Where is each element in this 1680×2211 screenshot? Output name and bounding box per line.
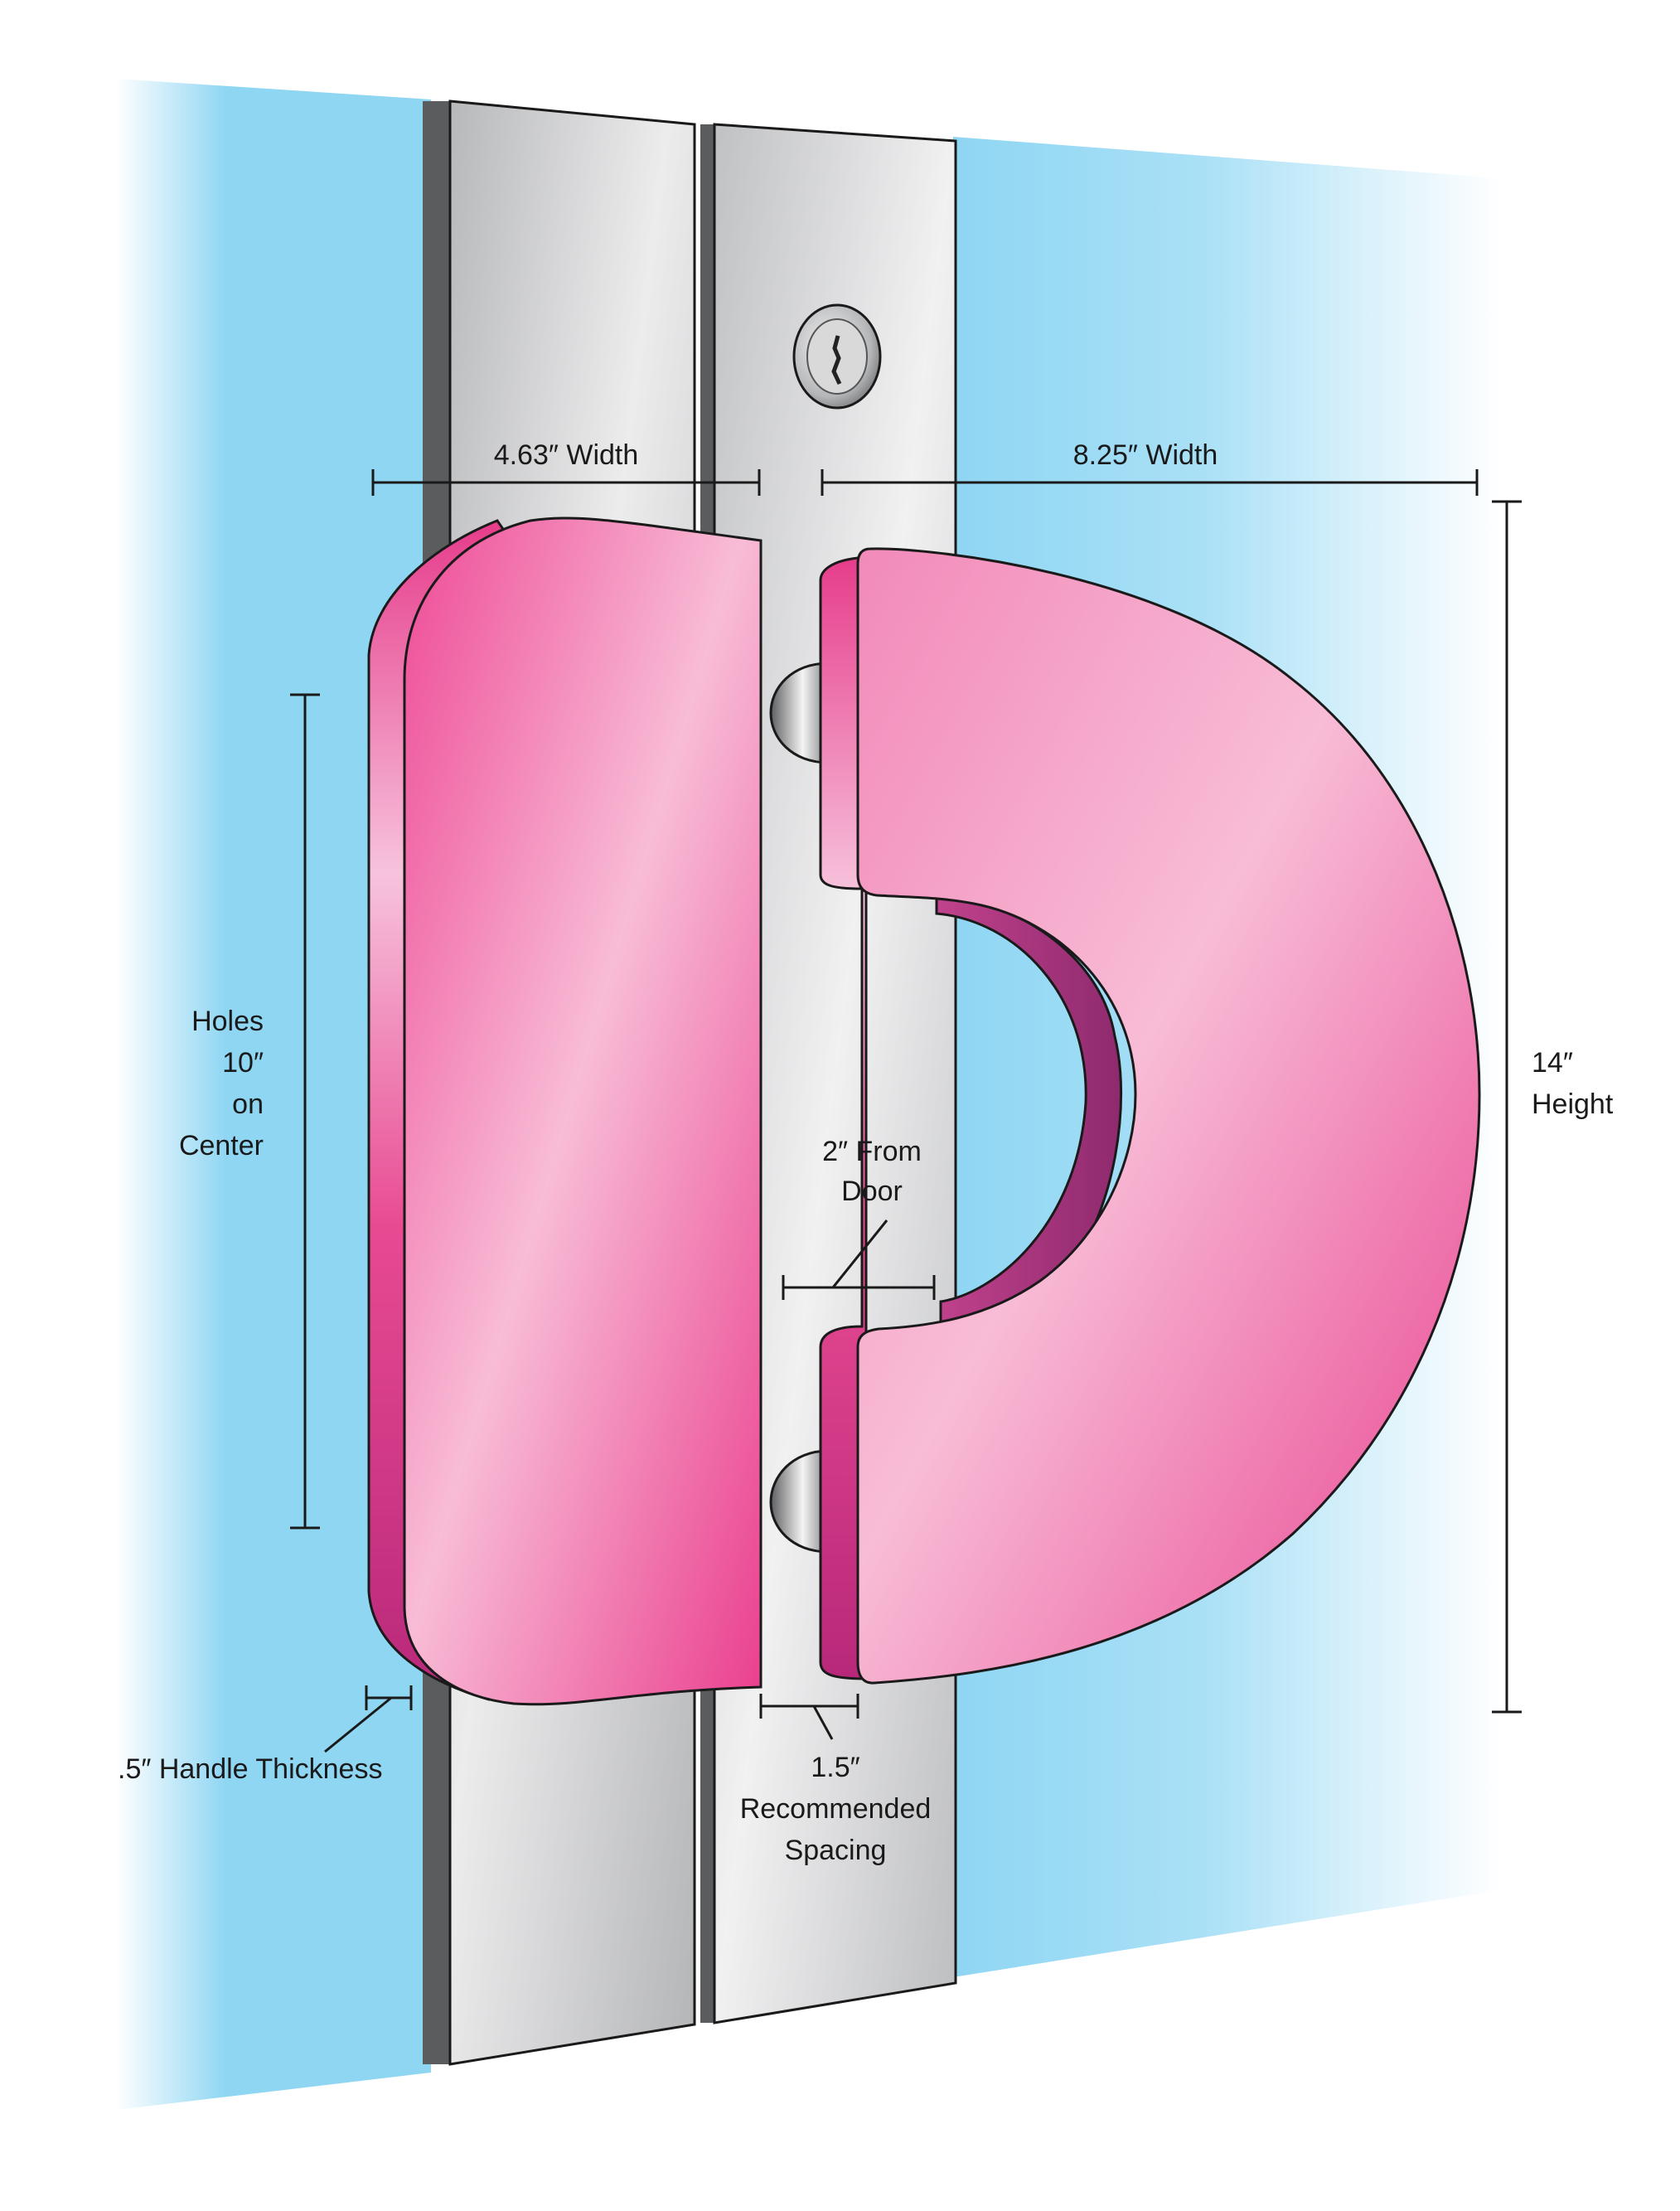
holes-label-2: 10″ — [222, 1047, 264, 1079]
height-label-1: 14″ — [1532, 1047, 1573, 1079]
standoff-top — [769, 662, 830, 764]
key-cylinder-lock-icon — [831, 335, 842, 385]
left-handle — [367, 516, 763, 1706]
left-width-label: 4.63″ Width — [494, 439, 639, 471]
glass-door-left — [116, 79, 431, 2110]
holes-label-1: Holes — [191, 1006, 264, 1037]
standoff-bottom — [769, 1449, 830, 1554]
spacing-label-1: 1.5″ — [811, 1752, 859, 1783]
from-door-label-2: Door — [841, 1176, 903, 1207]
spacing-label-3: Spacing — [785, 1835, 887, 1866]
dim-right-width — [821, 469, 1479, 496]
dim-from-door — [782, 1219, 936, 1300]
right-width-label: 8.25″ Width — [1073, 439, 1218, 471]
holes-label-4: Center — [179, 1130, 264, 1161]
from-door-label-1: 2″ From — [822, 1136, 922, 1167]
height-label-2: Height — [1532, 1089, 1614, 1120]
dim-height — [1492, 500, 1522, 1714]
right-handle — [819, 547, 1481, 1685]
right-handle-edge — [819, 555, 868, 1680]
left-handle-face — [403, 516, 763, 1706]
holes-label-3: on — [232, 1089, 264, 1120]
right-handle-face — [856, 547, 1481, 1685]
dim-holes — [290, 693, 320, 1530]
dim-spacing — [759, 1694, 859, 1740]
lock-cylinder — [792, 303, 882, 410]
thickness-label: .5″ Handle Thickness — [118, 1753, 382, 1785]
dim-left-width — [371, 469, 761, 496]
dim-thickness — [324, 1685, 413, 1753]
spacing-label-2: Recommended — [740, 1793, 932, 1825]
